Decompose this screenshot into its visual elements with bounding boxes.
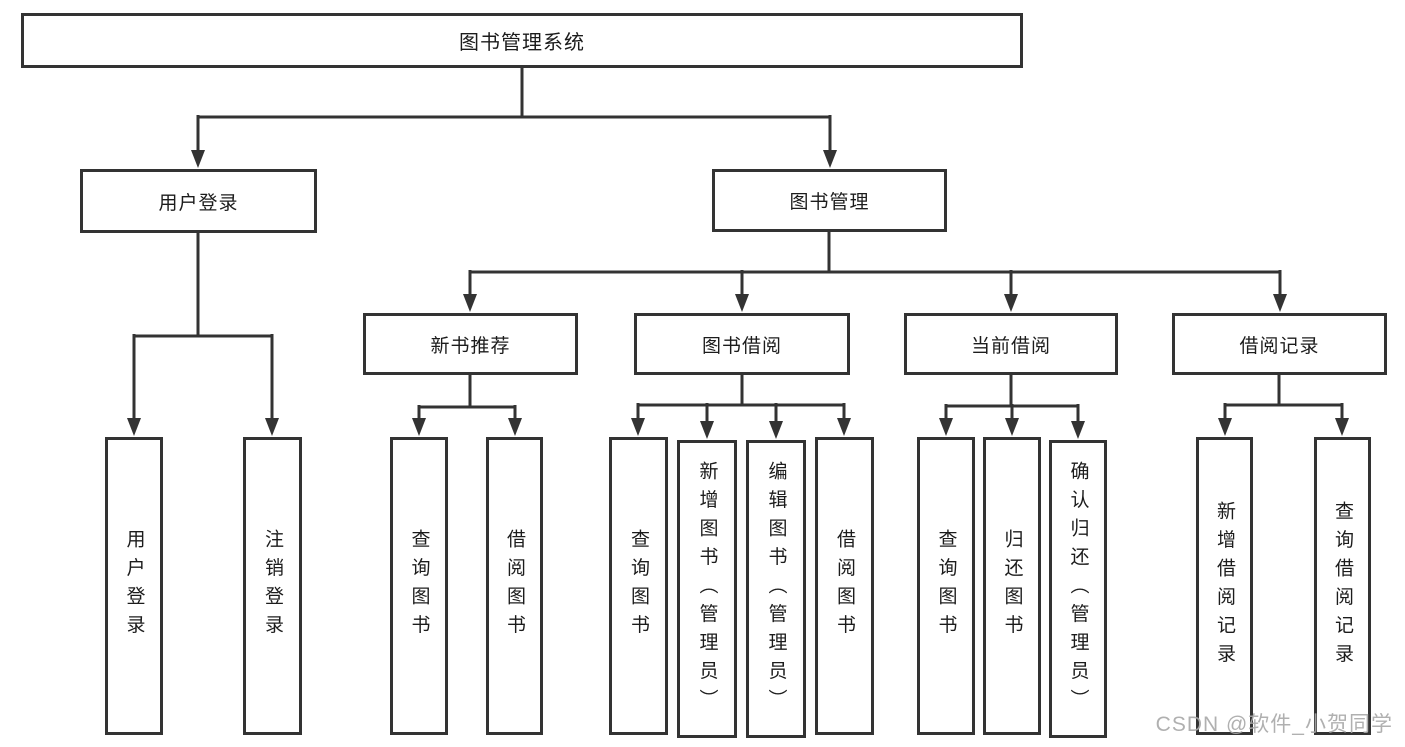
leaf-user-login: 用户登录 <box>105 437 163 735</box>
leaf-label: 查询图书 <box>408 529 430 643</box>
leaf-label: 新增图书（管理员） <box>696 460 718 718</box>
arrow-down-icon <box>1273 294 1287 312</box>
leaf-label: 借阅图书 <box>504 529 525 643</box>
arrow-down-icon <box>191 150 205 168</box>
leaf-label: 借阅图书 <box>834 529 855 643</box>
leaf-add-borrow-record: 新增借阅记录 <box>1196 437 1253 735</box>
arrow-down-icon <box>735 294 749 312</box>
leaf-current-query-books: 查询图书 <box>917 437 975 735</box>
leaf-label: 归还图书 <box>1001 529 1023 643</box>
arrow-down-icon <box>769 421 783 439</box>
node-new-book-recommend: 新书推荐 <box>363 313 578 375</box>
leaf-label: 查询图书 <box>935 529 957 643</box>
arrow-down-icon <box>700 421 714 439</box>
leaf-query-borrow-record: 查询借阅记录 <box>1314 437 1371 735</box>
leaf-borrow-query-books: 查询图书 <box>609 437 668 735</box>
leaf-label: 查询借阅记录 <box>1332 500 1353 672</box>
leaf-return-books: 归还图书 <box>983 437 1041 735</box>
node-current-borrow: 当前借阅 <box>904 313 1118 375</box>
leaf-label: 确认归还（管理员） <box>1067 460 1089 718</box>
arrow-down-icon <box>1071 421 1085 439</box>
arrow-down-icon <box>1218 418 1232 436</box>
leaf-confirm-return-admin: 确认归还（管理员） <box>1049 440 1107 738</box>
node-root-system: 图书管理系统 <box>21 13 1023 68</box>
leaf-recommend-query-books: 查询图书 <box>390 437 448 735</box>
leaf-label: 查询图书 <box>628 529 649 643</box>
arrowhead-icons <box>127 150 1349 439</box>
node-book-borrow: 图书借阅 <box>634 313 850 375</box>
leaf-add-books-admin: 新增图书（管理员） <box>677 440 737 738</box>
node-book-management: 图书管理 <box>712 169 947 232</box>
arrow-down-icon <box>463 294 477 312</box>
arrow-down-icon <box>823 150 837 168</box>
leaf-borrow-books: 借阅图书 <box>815 437 874 735</box>
arrow-down-icon <box>1004 294 1018 312</box>
arrow-down-icon <box>127 418 141 436</box>
leaf-label: 新增借阅记录 <box>1214 500 1235 672</box>
arrow-down-icon <box>1005 418 1019 436</box>
arrow-down-icon <box>412 418 426 436</box>
arrow-down-icon <box>631 418 645 436</box>
arrow-down-icon <box>1335 418 1349 436</box>
node-borrow-records: 借阅记录 <box>1172 313 1387 375</box>
leaf-label: 注销登录 <box>262 529 283 643</box>
leaf-label: 用户登录 <box>123 529 145 643</box>
arrow-down-icon <box>939 418 953 436</box>
leaf-recommend-borrow-books: 借阅图书 <box>486 437 543 735</box>
arrow-down-icon <box>508 418 522 436</box>
leaf-logout: 注销登录 <box>243 437 302 735</box>
arrow-down-icon <box>265 418 279 436</box>
leaf-edit-books-admin: 编辑图书（管理员） <box>746 440 806 738</box>
arrow-down-icon <box>837 418 851 436</box>
leaf-label: 编辑图书（管理员） <box>765 460 787 718</box>
node-user-login: 用户登录 <box>80 169 317 233</box>
